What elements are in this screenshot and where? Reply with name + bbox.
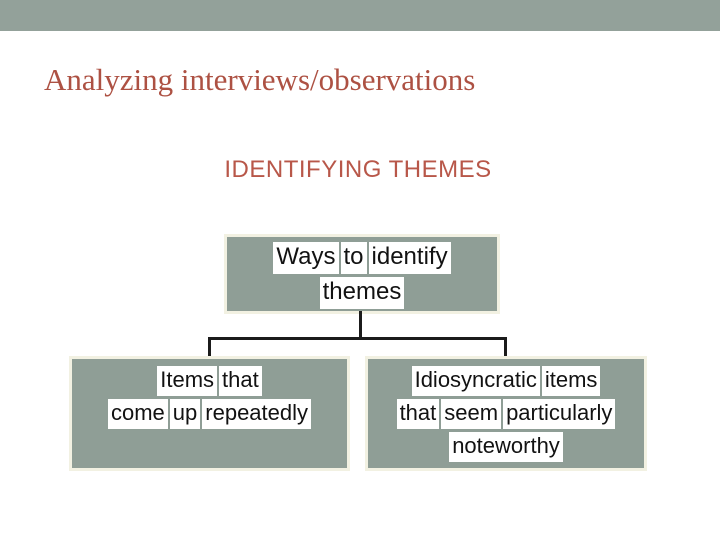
highlighted-word: that	[396, 399, 440, 429]
highlighted-word: that	[219, 366, 262, 396]
highlighted-word: Idiosyncratic	[411, 366, 540, 396]
highlighted-word: identify	[368, 242, 451, 274]
highlighted-word: to	[340, 242, 367, 274]
highlighted-word: seem	[441, 399, 502, 429]
node-text-line: noteworthy	[368, 432, 644, 462]
highlighted-word: Ways	[273, 242, 339, 274]
highlighted-word: up	[169, 399, 201, 429]
highlighted-word: particularly	[503, 399, 616, 429]
connector-stub-vertical	[359, 311, 362, 340]
connector-drop-left	[208, 337, 211, 359]
highlighted-word: items	[541, 366, 601, 396]
connector-horizontal	[208, 337, 507, 340]
node-text-line: themes	[227, 277, 497, 309]
slide-title: Analyzing interviews/observations	[44, 62, 476, 97]
highlighted-word: themes	[319, 277, 405, 309]
section-heading: IDENTIFYING THEMES	[224, 156, 492, 183]
highlighted-word: come	[107, 399, 168, 429]
highlighted-word: noteworthy	[449, 432, 563, 462]
connector-drop-right	[504, 337, 507, 359]
highlighted-word: repeatedly	[202, 399, 312, 429]
top-accent-bar	[0, 0, 720, 31]
highlighted-word: Items	[157, 366, 218, 396]
